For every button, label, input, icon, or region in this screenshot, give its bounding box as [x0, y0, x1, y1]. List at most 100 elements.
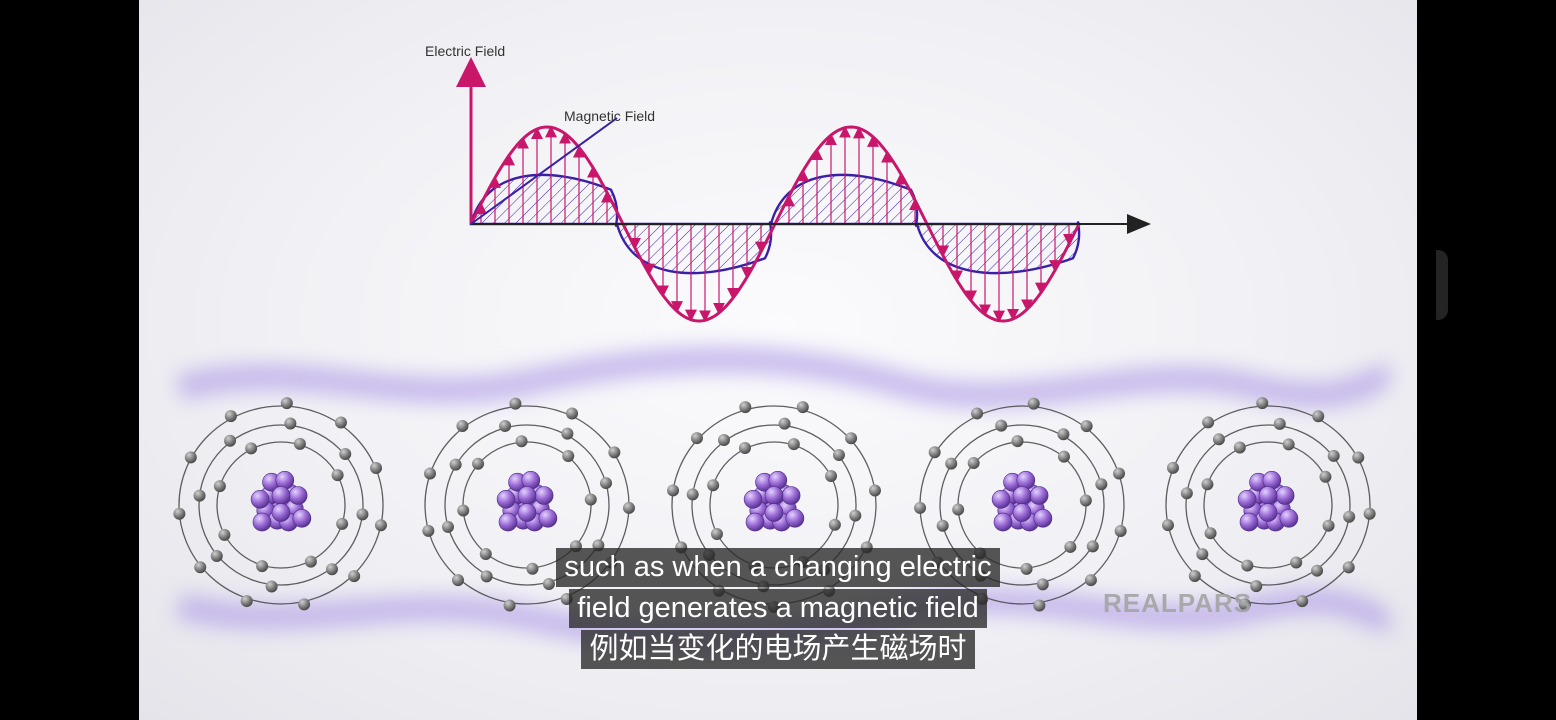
electron	[423, 467, 436, 480]
electron	[256, 560, 269, 573]
nucleon	[743, 489, 763, 509]
electron	[1057, 450, 1070, 463]
electron	[441, 520, 454, 533]
electron	[457, 504, 470, 517]
electron	[945, 457, 958, 470]
nucleon	[517, 503, 537, 522]
electron	[1011, 435, 1024, 448]
realpars-watermark: REALPARS	[1103, 588, 1253, 618]
electron	[456, 420, 469, 433]
nucleon	[764, 486, 784, 505]
electron	[265, 580, 278, 593]
electron	[452, 574, 465, 587]
em-wave-diagram	[456, 57, 1151, 323]
nucleon	[288, 486, 308, 505]
nucleon	[1258, 503, 1278, 522]
nucleon	[1012, 503, 1032, 522]
subtitle-box: such as when a changing electric field g…	[0, 548, 1556, 671]
electron	[566, 407, 579, 420]
electron	[832, 448, 845, 461]
electron	[936, 519, 949, 532]
electron	[331, 469, 344, 482]
electron	[1095, 478, 1108, 491]
electron	[1312, 410, 1325, 423]
electron	[1114, 524, 1127, 537]
electron	[1241, 559, 1254, 572]
electron	[479, 547, 492, 560]
electron	[825, 469, 838, 482]
electron	[1233, 441, 1246, 454]
electron	[499, 419, 512, 432]
nucleon	[993, 512, 1013, 532]
electron-orbit	[1203, 441, 1333, 569]
electron	[738, 441, 751, 454]
electron	[334, 416, 347, 429]
magnetic-field-label: Magnetic Field	[564, 108, 655, 124]
electron	[1327, 449, 1340, 462]
nucleon	[271, 486, 291, 505]
side-handle	[1436, 250, 1448, 320]
electron	[967, 457, 980, 470]
electron	[1273, 417, 1286, 430]
electron	[184, 451, 197, 464]
electron	[374, 519, 387, 532]
nucleon	[538, 508, 558, 528]
atom-4	[914, 397, 1127, 612]
electron	[1033, 599, 1046, 612]
magnetic-lobe-3	[769, 173, 919, 227]
electron	[952, 503, 965, 516]
electron	[193, 489, 206, 502]
electron	[339, 448, 352, 461]
electron	[449, 458, 462, 471]
electron	[1079, 494, 1092, 507]
nucleon	[292, 508, 312, 528]
electron	[1212, 433, 1225, 446]
electron	[1166, 461, 1179, 474]
electron	[480, 570, 493, 583]
electron	[1256, 397, 1269, 410]
subtitle-line-3: 例如当变化的电场产生磁场时	[581, 630, 975, 669]
electron	[240, 595, 253, 608]
nucleon	[1029, 486, 1049, 505]
electron	[1319, 470, 1332, 483]
nucleon	[745, 512, 765, 532]
electron	[707, 479, 720, 492]
electron	[1204, 527, 1217, 540]
electron	[717, 434, 730, 447]
electron-orbit	[939, 424, 1105, 586]
electron	[928, 446, 941, 459]
electron	[503, 599, 516, 612]
electron	[1250, 580, 1263, 593]
electron	[304, 555, 317, 568]
electron	[1290, 556, 1303, 569]
electron	[1057, 428, 1070, 441]
electron	[600, 477, 613, 490]
electron	[868, 484, 881, 497]
glow-band-top	[175, 346, 1394, 408]
electron	[1322, 519, 1335, 532]
electron	[622, 501, 635, 514]
electron	[218, 528, 231, 541]
nucleon	[1279, 508, 1299, 528]
nucleon	[1239, 512, 1259, 532]
electron	[1064, 540, 1077, 553]
electron	[1188, 570, 1201, 583]
electron	[845, 432, 858, 445]
nucleon	[781, 486, 801, 505]
electron	[667, 484, 680, 497]
electron	[787, 438, 800, 451]
electron	[224, 410, 237, 423]
electron	[690, 432, 703, 445]
electron	[422, 524, 435, 537]
electron	[1080, 420, 1093, 433]
electron	[325, 563, 338, 576]
electron	[1311, 564, 1324, 577]
electron	[1180, 487, 1193, 500]
nucleon	[271, 503, 291, 522]
nucleon	[1033, 508, 1053, 528]
electron	[509, 397, 522, 410]
electron	[1113, 467, 1126, 480]
electron	[796, 401, 809, 414]
atom-2	[422, 397, 635, 612]
electron	[828, 518, 841, 531]
